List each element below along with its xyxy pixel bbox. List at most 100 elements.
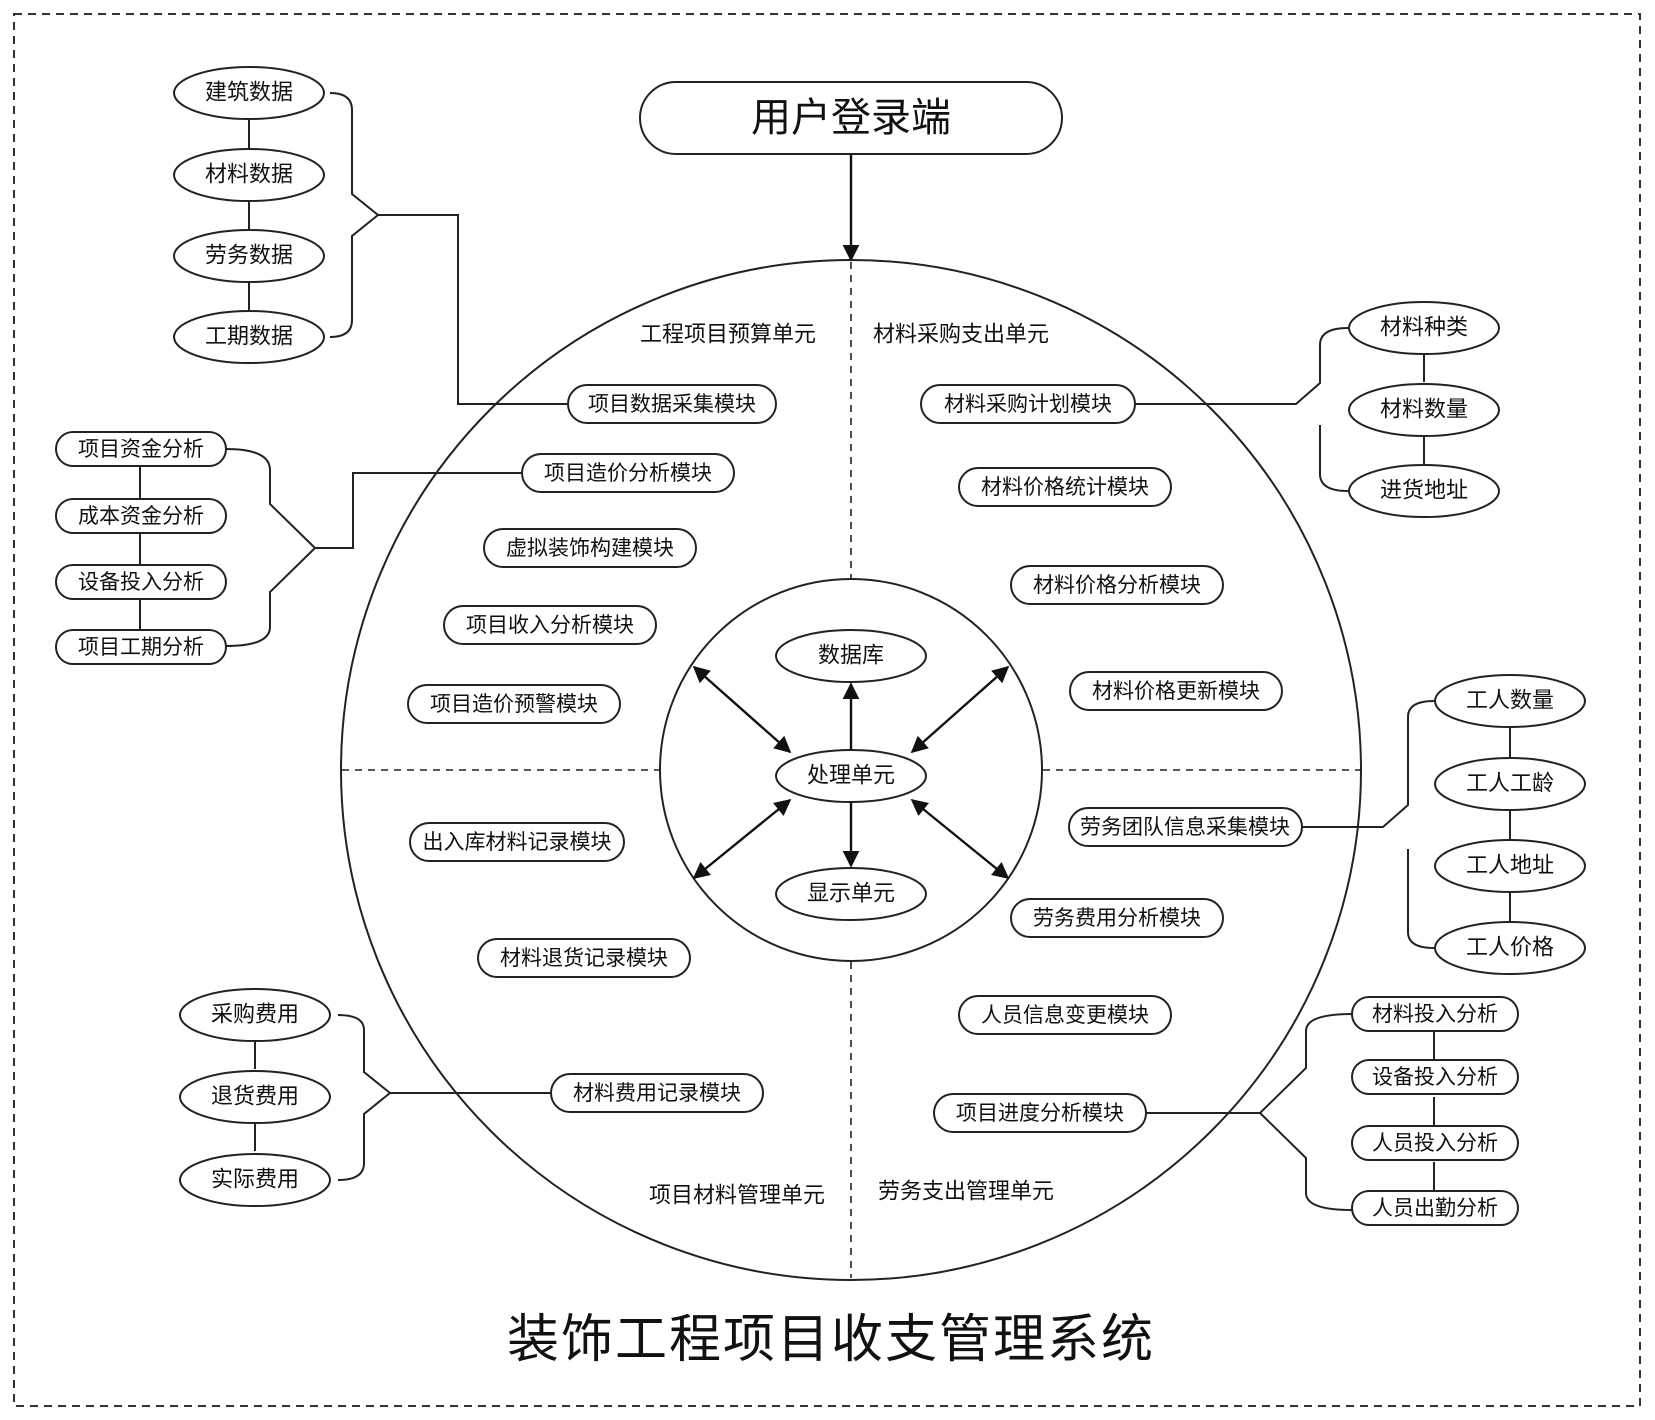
module-progress: 项目进度分析模块 bbox=[933, 1093, 1147, 1133]
arrow-top-left bbox=[692, 665, 792, 754]
unit-material-mgmt: 项目材料管理单元 bbox=[649, 1184, 825, 1209]
group-workers-item-4: 工人价格 bbox=[1434, 921, 1586, 975]
group-analysis-item-3: 设备投入分析 bbox=[55, 564, 227, 600]
connector-inputs-group bbox=[1146, 1013, 1435, 1211]
svg-text:材料数量: 材料数量 bbox=[1380, 398, 1468, 423]
svg-text:设备投入分析: 设备投入分析 bbox=[78, 570, 204, 594]
svg-text:材料价格分析模块: 材料价格分析模块 bbox=[1033, 573, 1201, 597]
group-data-item-3: 劳务数据 bbox=[173, 229, 325, 283]
login-label: 用户登录端 bbox=[751, 95, 951, 141]
database-node bbox=[775, 629, 927, 683]
connector-fee-group bbox=[254, 1014, 551, 1181]
svg-text:材料采购计划模块: 材料采购计划模块 bbox=[944, 392, 1112, 416]
group-materials-item-1: 材料种类 bbox=[1348, 301, 1500, 355]
svg-text:项目造价预警模块: 项目造价预警模块 bbox=[430, 692, 598, 716]
group-materials-item-2: 材料数量 bbox=[1348, 383, 1500, 437]
svg-text:建筑数据: 建筑数据 bbox=[205, 81, 293, 106]
svg-text:设备投入分析: 设备投入分析 bbox=[1372, 1065, 1498, 1089]
module-price-update: 材料价格更新模块 bbox=[1069, 671, 1283, 711]
svg-text:材料价格统计模块: 材料价格统计模块 bbox=[981, 475, 1149, 499]
svg-text:退货费用: 退货费用 bbox=[211, 1085, 299, 1110]
svg-text:项目资金分析: 项目资金分析 bbox=[78, 437, 204, 461]
svg-text:项目收入分析模块: 项目收入分析模块 bbox=[466, 613, 634, 637]
module-stock-record: 出入库材料记录模块 bbox=[409, 822, 625, 862]
group-data-item-2: 材料数据 bbox=[173, 148, 325, 202]
database-label: 数据库 bbox=[818, 644, 884, 669]
svg-text:材料数据: 材料数据 bbox=[205, 163, 293, 188]
module-team-collect: 劳务团队信息采集模块 bbox=[1068, 807, 1303, 847]
group-analysis-item-1: 项目资金分析 bbox=[55, 431, 227, 467]
main-circle bbox=[340, 259, 1362, 1281]
arrow-bottom-left bbox=[692, 798, 792, 880]
group-fees-item-3: 实际费用 bbox=[179, 1153, 331, 1207]
display-node bbox=[775, 867, 927, 921]
module-cost-analysis: 项目造价分析模块 bbox=[521, 453, 735, 493]
svg-text:项目造价分析模块: 项目造价分析模块 bbox=[544, 461, 712, 485]
unit-purchase: 材料采购支出单元 bbox=[873, 323, 1049, 348]
module-data-collect: 项目数据采集模块 bbox=[567, 384, 777, 424]
arrow-top-right bbox=[910, 665, 1010, 754]
unit-budget: 工程项目预算单元 bbox=[640, 323, 816, 348]
svg-text:工人地址: 工人地址 bbox=[1466, 854, 1554, 879]
group-analysis-item-2: 成本资金分析 bbox=[55, 498, 227, 534]
group-analysis-item-4: 项目工期分析 bbox=[55, 629, 227, 665]
svg-text:采购费用: 采购费用 bbox=[211, 1003, 299, 1028]
svg-text:项目数据采集模块: 项目数据采集模块 bbox=[588, 392, 756, 416]
group-data-item-4: 工期数据 bbox=[173, 310, 325, 364]
module-income-analysis: 项目收入分析模块 bbox=[443, 605, 657, 645]
group-inputs-item-2: 设备投入分析 bbox=[1351, 1059, 1519, 1095]
connector-data-group bbox=[248, 92, 568, 405]
svg-text:实际费用: 实际费用 bbox=[211, 1168, 299, 1193]
group-workers-item-1: 工人数量 bbox=[1434, 674, 1586, 728]
svg-text:进货地址: 进货地址 bbox=[1380, 479, 1468, 504]
svg-text:工人价格: 工人价格 bbox=[1466, 936, 1554, 961]
svg-text:工人工龄: 工人工龄 bbox=[1466, 772, 1554, 797]
group-workers-item-2: 工人工龄 bbox=[1434, 757, 1586, 811]
svg-text:出入库材料记录模块: 出入库材料记录模块 bbox=[423, 830, 612, 854]
svg-text:劳务数据: 劳务数据 bbox=[205, 244, 293, 269]
module-price-stats: 材料价格统计模块 bbox=[958, 467, 1172, 507]
module-staff-change: 人员信息变更模块 bbox=[958, 995, 1172, 1035]
arrow-bottom-right bbox=[910, 798, 1010, 880]
svg-text:人员投入分析: 人员投入分析 bbox=[1372, 1131, 1498, 1155]
group-inputs-item-1: 材料投入分析 bbox=[1351, 996, 1519, 1032]
group-inputs-item-4: 人员出勤分析 bbox=[1351, 1190, 1519, 1226]
svg-text:材料种类: 材料种类 bbox=[1380, 316, 1468, 341]
group-data-item-1: 建筑数据 bbox=[173, 66, 325, 120]
connector-materials-group bbox=[1135, 327, 1425, 492]
processor-label: 处理单元 bbox=[807, 764, 895, 789]
svg-text:材料退货记录模块: 材料退货记录模块 bbox=[500, 946, 668, 970]
connector-analysis-group bbox=[139, 448, 522, 647]
svg-text:材料价格更新模块: 材料价格更新模块 bbox=[1092, 679, 1260, 703]
module-labor-fee: 劳务费用分析模块 bbox=[1010, 898, 1224, 938]
module-price-analysis: 材料价格分析模块 bbox=[1010, 565, 1224, 605]
connector-workers-group bbox=[1302, 700, 1511, 949]
unit-labor: 劳务支出管理单元 bbox=[878, 1180, 1054, 1205]
svg-text:虚拟装饰构建模块: 虚拟装饰构建模块 bbox=[506, 536, 674, 560]
svg-text:工人数量: 工人数量 bbox=[1466, 689, 1554, 714]
svg-text:材料费用记录模块: 材料费用记录模块 bbox=[573, 1081, 741, 1105]
module-virtual-build: 虚拟装饰构建模块 bbox=[483, 528, 697, 568]
svg-text:人员信息变更模块: 人员信息变更模块 bbox=[981, 1003, 1149, 1027]
module-purchase-plan: 材料采购计划模块 bbox=[920, 384, 1136, 424]
svg-text:劳务费用分析模块: 劳务费用分析模块 bbox=[1033, 906, 1201, 930]
group-inputs-item-3: 人员投入分析 bbox=[1351, 1125, 1519, 1161]
svg-text:劳务团队信息采集模块: 劳务团队信息采集模块 bbox=[1080, 815, 1290, 839]
svg-text:成本资金分析: 成本资金分析 bbox=[78, 504, 204, 528]
group-fees-item-2: 退货费用 bbox=[179, 1070, 331, 1124]
module-fee-record: 材料费用记录模块 bbox=[550, 1073, 764, 1113]
svg-text:项目进度分析模块: 项目进度分析模块 bbox=[956, 1101, 1124, 1125]
svg-text:工期数据: 工期数据 bbox=[205, 325, 293, 350]
group-fees-item-1: 采购费用 bbox=[179, 988, 331, 1042]
module-return-record: 材料退货记录模块 bbox=[477, 938, 691, 978]
svg-text:材料投入分析: 材料投入分析 bbox=[1372, 1002, 1498, 1026]
group-materials-item-3: 进货地址 bbox=[1348, 464, 1500, 518]
group-workers-item-3: 工人地址 bbox=[1434, 839, 1586, 893]
system-title: 装饰工程项目收支管理系统 bbox=[507, 1310, 1155, 1370]
module-cost-warning: 项目造价预警模块 bbox=[407, 684, 621, 724]
display-label: 显示单元 bbox=[807, 882, 895, 907]
svg-text:项目工期分析: 项目工期分析 bbox=[78, 635, 204, 659]
outer-frame bbox=[13, 13, 1641, 1407]
inner-circle bbox=[659, 578, 1043, 962]
